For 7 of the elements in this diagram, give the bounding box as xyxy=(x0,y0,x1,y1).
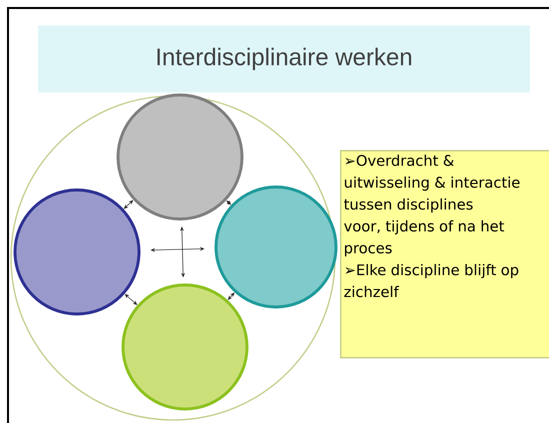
circle xyxy=(122,284,248,410)
callout-box: ➢Overdracht & uitwisseling & interactie tussen disciplines voor, tijdens of na het proces ➢Elke discipline blijft op zichzelf xyxy=(340,150,549,358)
title-band: Interdisciplinaire werken xyxy=(38,26,530,92)
arrow xyxy=(124,200,134,209)
circle xyxy=(14,188,140,316)
circle xyxy=(214,186,338,308)
circle xyxy=(116,94,244,220)
